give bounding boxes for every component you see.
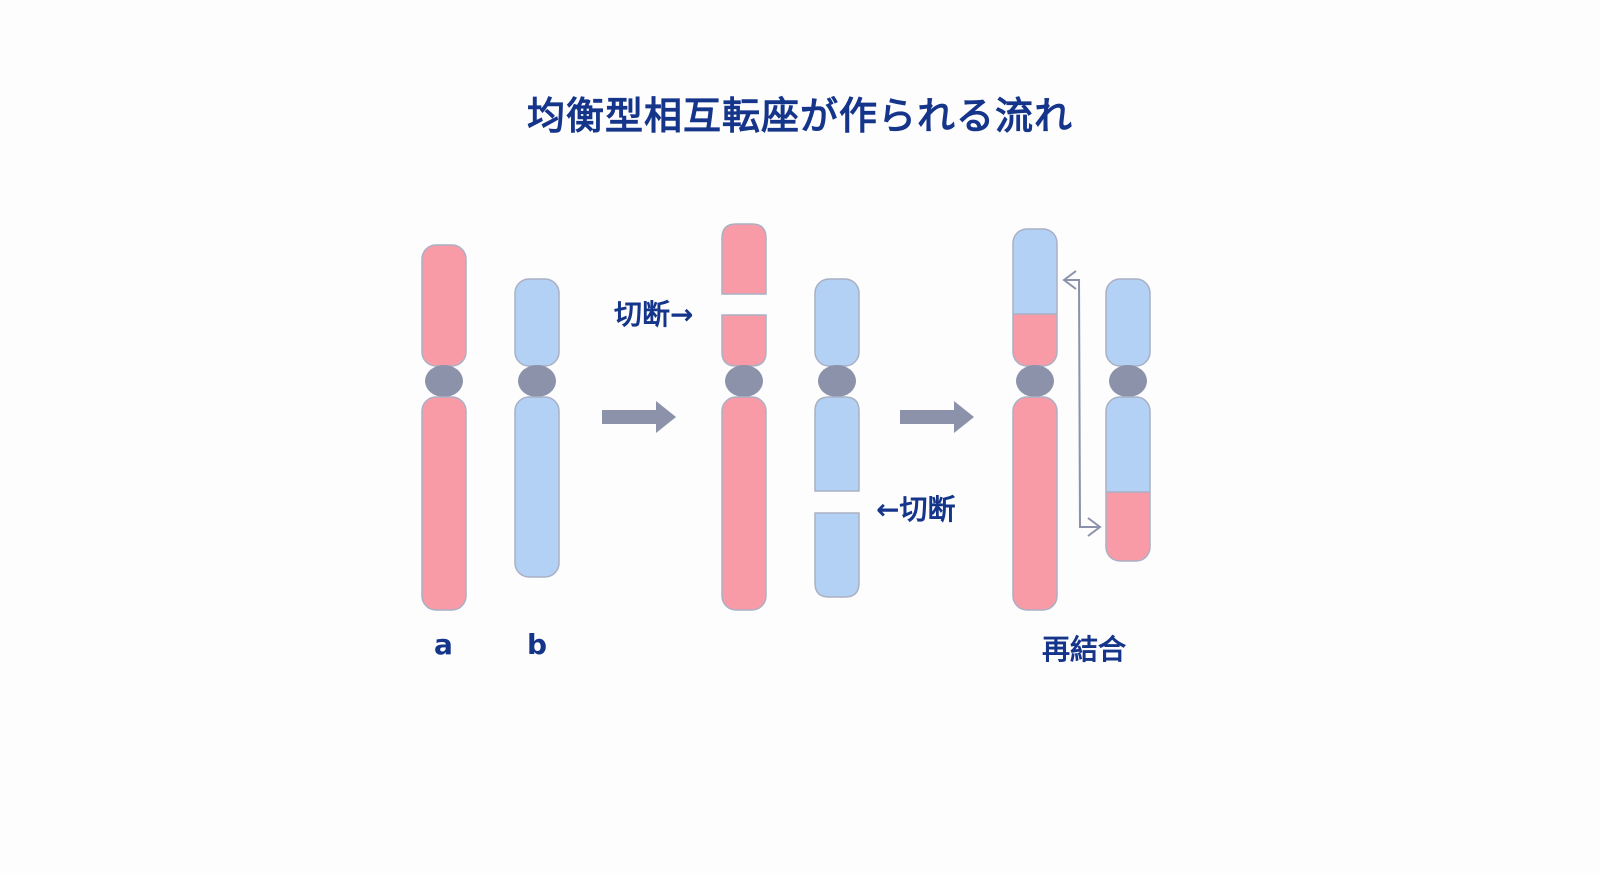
derivative-b-red-segment (1106, 492, 1150, 561)
chromosome-b-bottom-fragment (814, 512, 860, 598)
chromosome-b-long-arm-remainder (814, 396, 860, 492)
chromosome-b-centromere (518, 365, 556, 397)
derivative-chromosome-b (1105, 278, 1151, 562)
label-cut-top: 切断→ (614, 298, 694, 331)
derivative-a-blue-segment (1013, 229, 1057, 314)
chromosome-b-short-arm (514, 278, 560, 367)
derivative-b-long-arm-outline (1105, 396, 1151, 562)
chromosome-b (514, 278, 560, 578)
chromosome-b-broken (814, 278, 860, 598)
derivative-chromosome-a (1012, 228, 1058, 611)
chromosome-b-short-arm (814, 278, 860, 367)
chromosome-a-short-arm (421, 244, 467, 367)
label-chromosome-a: a (434, 628, 453, 661)
derivative-a-centromere (1016, 365, 1054, 397)
step-arrow-1 (602, 401, 676, 433)
chromosome-a-centromere (425, 365, 463, 397)
chromosome-a-top-fragment (721, 223, 767, 295)
chromosome-a-long-arm (721, 396, 767, 611)
chromosome-b-centromere (818, 365, 856, 397)
derivative-b-centromere (1109, 365, 1147, 397)
chromosome-b-long-arm (514, 396, 560, 578)
derivative-a-red-segment (1013, 314, 1057, 366)
step-arrow-2 (900, 401, 974, 433)
label-rejoin: 再結合 (1042, 633, 1127, 666)
derivative-a-long-arm (1012, 396, 1058, 611)
label-chromosome-b: b (527, 628, 548, 661)
chromosome-a-short-arm-remainder (721, 314, 767, 367)
chromosome-a-centromere (725, 365, 763, 397)
chromosome-a-long-arm (421, 396, 467, 611)
chromosome-a (421, 244, 467, 611)
derivative-b-short-arm (1105, 278, 1151, 367)
chromosome-a-broken (721, 223, 767, 611)
label-cut-bottom: ←切断 (876, 493, 956, 526)
derivative-b-blue-segment (1106, 397, 1150, 492)
exchange-arrow (1078, 278, 1081, 529)
diagram-title: 均衡型相互転座が作られる流れ (526, 94, 1073, 138)
